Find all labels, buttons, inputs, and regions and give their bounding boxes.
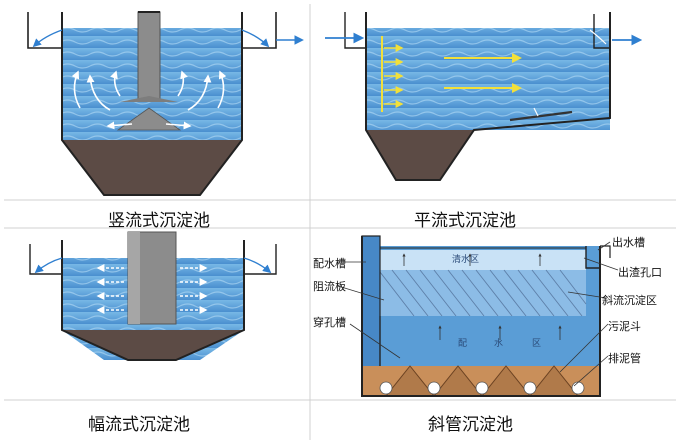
label-perforated-trough: 穿孔槽 (313, 316, 346, 329)
caption-inclined-tube: 斜管沉淀池 (428, 415, 513, 435)
caption-horizontal: 平流式沉淀池 (414, 211, 516, 231)
label-outlet-trough: 出水槽 (612, 236, 645, 249)
vertical-tank (27, 11, 304, 196)
label-baffle: 阻流板 (313, 280, 346, 293)
caption-radial: 幅流式沉淀池 (88, 415, 190, 435)
label-water-dist-zone-2: 水 (494, 339, 504, 349)
label-sludge-pipe: 排泥管 (608, 352, 641, 365)
horizontal-tank (325, 12, 643, 181)
label-inclined-zone: 斜流沉淀区 (602, 294, 657, 307)
inclined-tube-tank (337, 235, 619, 397)
label-water-dist-zone-1: 配 (458, 339, 468, 349)
label-sludge-hopper: 污泥斗 (608, 320, 641, 333)
label-scum-outlet: 出渣孔口 (618, 266, 662, 279)
caption-vertical: 竖流式沉淀池 (108, 211, 210, 231)
radial-tank (29, 231, 277, 361)
label-clear-water-zone: 清水区 (452, 255, 480, 265)
panel-grid (4, 4, 676, 440)
label-distribution-trough: 配水槽 (313, 257, 346, 270)
label-water-dist-zone-3: 区 (532, 339, 542, 349)
